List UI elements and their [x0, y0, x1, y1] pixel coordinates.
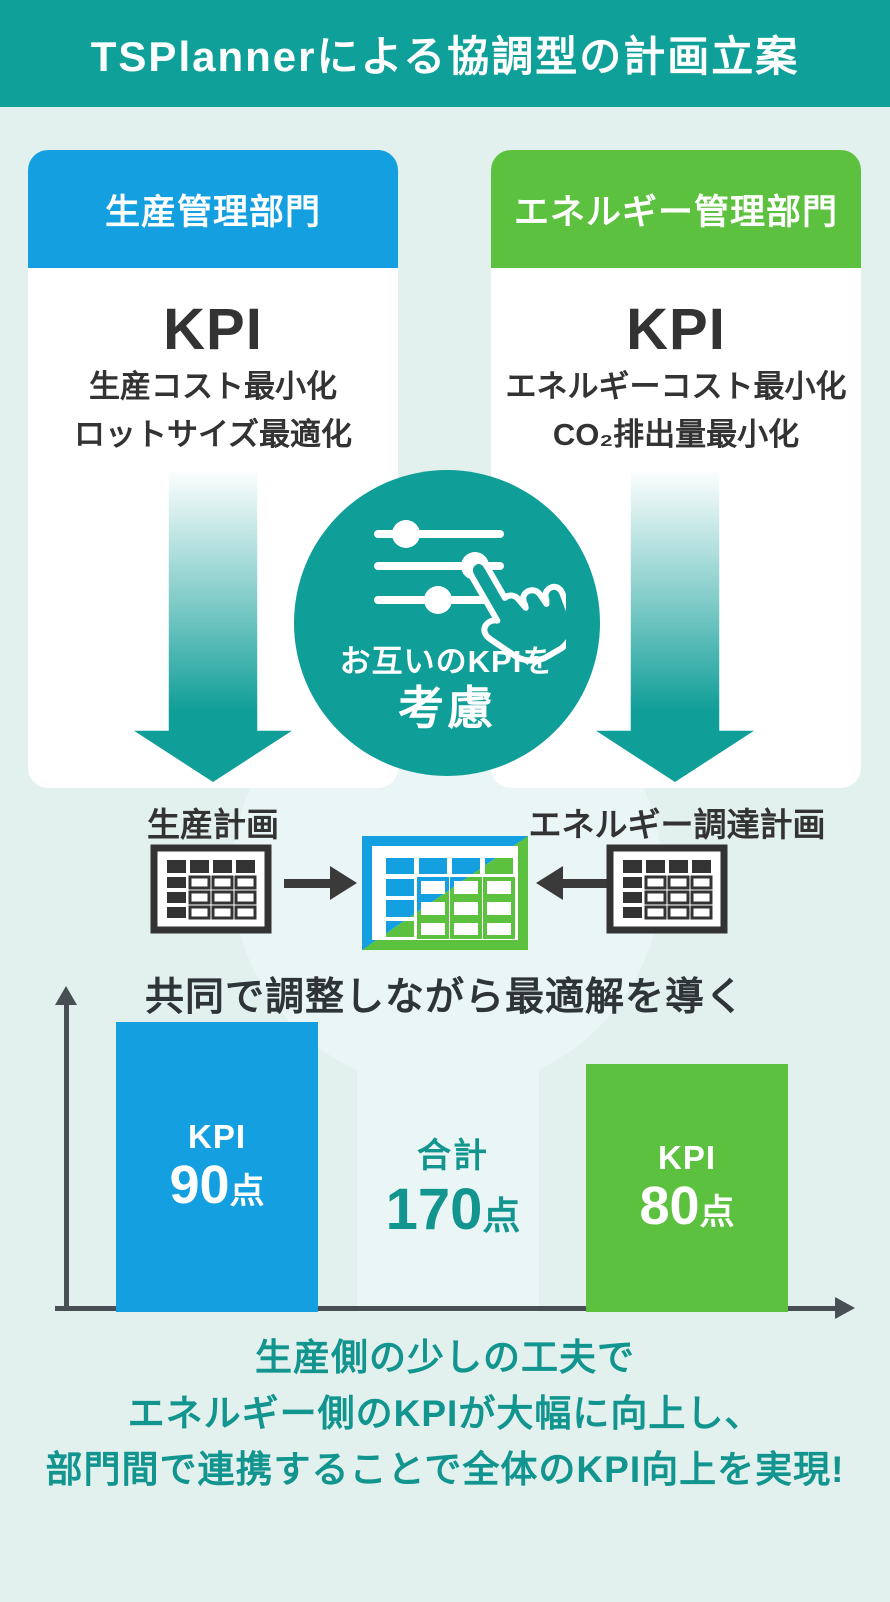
- production-kpi-item: ロットサイズ最適化: [73, 417, 353, 453]
- conclusion-line: エネルギー側のKPIが大幅に向上し、: [127, 1393, 763, 1435]
- energy-kpi-bar-label: KPI: [657, 1139, 716, 1177]
- page-title: TSPlannerによる協調型の計画立案: [90, 33, 800, 80]
- consideration-text-top: お互いのKPIを: [339, 644, 555, 679]
- conclusion-line: 部門間で連携することで全体のKPI向上を実現!: [45, 1449, 845, 1491]
- consideration-circle: お互いのKPIを 考慮: [294, 470, 600, 776]
- merge-arrow-left-icon: [536, 866, 563, 900]
- production-dept-title: 生産管理部門: [28, 150, 398, 268]
- consideration-text-bottom: 考慮: [398, 682, 496, 734]
- production-kpi-heading: KPI: [163, 297, 263, 362]
- pointing-hand-icon: [466, 557, 566, 664]
- merged-plan-table-icon: [362, 836, 528, 950]
- total-score-value: 170点: [385, 1177, 521, 1242]
- total-score-label: 合計: [417, 1137, 489, 1175]
- production-kpi-bar: KPI 90点: [116, 1022, 318, 1312]
- chart-x-axis-arrow-icon: [835, 1297, 855, 1319]
- merge-arrow-right-icon: [330, 866, 357, 900]
- energy-plan-label: エネルギー調達計画: [528, 806, 826, 843]
- energy-dept-title: エネルギー管理部門: [491, 150, 861, 268]
- production-plan-label: 生産計画: [147, 806, 279, 843]
- energy-kpi-item: エネルギーコスト最小化: [505, 369, 847, 404]
- header-banner: TSPlannerによる協調型の計画立案: [0, 0, 890, 107]
- energy-kpi-heading: KPI: [626, 297, 726, 362]
- chart-x-axis: [55, 1306, 837, 1311]
- energy-kpi-bar-score: 80点: [639, 1176, 735, 1237]
- conclusion-line: 生産側の少しの工夫で: [255, 1337, 635, 1378]
- energy-kpi-item: CO₂排出量最小化: [552, 417, 800, 453]
- production-plan-table-icon: [150, 844, 272, 934]
- chart-y-axis: [64, 1002, 69, 1310]
- energy-kpi-bar: KPI 80点: [586, 1064, 788, 1312]
- production-kpi-bar-score: 90点: [169, 1155, 265, 1216]
- merge-arrow-right-bar: [284, 879, 332, 888]
- background-highlight-band: [357, 1010, 539, 1312]
- total-score-block: 合計 170点: [318, 1128, 588, 1244]
- merge-arrow-left-bar: [561, 879, 609, 888]
- production-kpi-bar-label: KPI: [187, 1118, 246, 1156]
- production-kpi-item: 生産コスト最小化: [89, 369, 337, 404]
- conclusion-text: 生産側の少しの工夫で エネルギー側のKPIが大幅に向上し、 部門間で連携すること…: [0, 1330, 890, 1499]
- sliders-icon: [374, 520, 566, 664]
- merge-caption: 共同で調整しながら最適解を導く: [144, 976, 745, 1019]
- chart-y-axis-arrow-icon: [55, 986, 77, 1005]
- energy-plan-table-icon: [606, 844, 728, 934]
